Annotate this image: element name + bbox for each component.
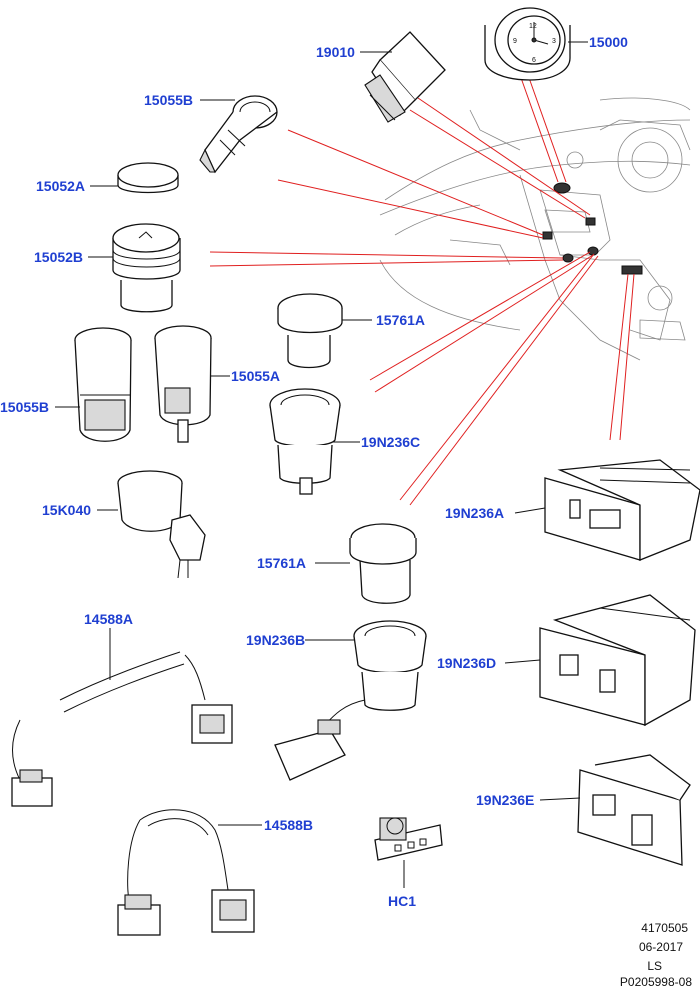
part-15K040-holder [117,470,206,579]
part-19N236C-socket [269,388,341,495]
part-15052A-cap [117,162,179,194]
part-15761A-mid-cap [349,523,417,604]
label-14588B: 14588B [264,817,314,833]
svg-text:3: 3 [552,38,556,45]
usb-location-marker [621,265,643,275]
part-19N236D-usb-module [539,594,696,727]
part-15052B-lighter [112,223,181,313]
part-14588A-coiled-cable [11,651,233,807]
label-15000: 15000 [589,34,628,50]
label-19N236C: 19N236C [361,434,421,450]
label-15055B-mid: 15055B [0,399,50,415]
label-15055A: 15055A [231,368,281,384]
leader-19N236A [514,507,546,514]
part-14588B-cable [117,809,255,936]
part-15055B-top [199,95,278,174]
part-15055B-mid-socket [74,327,132,442]
part-15055A-socket [154,325,212,443]
footer-ref: P0205998-08 [619,975,692,989]
dashboard-illustration [379,97,691,361]
socket-location-marker-left [542,231,553,240]
svg-text:9: 9 [513,38,517,45]
label-15055B-top: 15055B [144,92,194,108]
label-19N236D: 19N236D [437,655,497,671]
part-19N236B-socket [274,620,427,781]
label-19N236B: 19N236B [246,632,306,648]
part-15761A-top-cap [277,293,343,369]
footer-code: LS [647,959,662,973]
leader-19N236E [539,797,581,801]
part-19N236A-usb-module [544,459,700,561]
part-HC1-switch-pack [374,817,443,861]
label-19N236A: 19N236A [445,505,505,521]
svg-text:6: 6 [532,57,536,64]
label-15052A: 15052A [36,178,86,194]
footer-number: 4170505 [641,921,688,935]
socket-location-marker-lower [587,246,599,256]
callout-lines [209,74,635,506]
leader-19N236D [504,659,541,664]
clock-location-marker [553,182,571,194]
part-19N236E-usb-module [577,754,691,866]
label-19N236E: 19N236E [476,792,535,808]
svg-text:12: 12 [529,23,537,30]
label-15761A-mid: 15761A [257,555,307,571]
footer-date: 06-2017 [638,940,683,954]
label-15052B: 15052B [34,249,84,265]
part-15000-clock: 12 3 6 9 [484,7,571,81]
part-19010-switch [364,31,446,123]
label-19010: 19010 [316,44,355,60]
socket-location-marker-right [585,217,596,226]
label-14588A: 14588A [84,611,134,627]
label-HC1: HC1 [388,893,417,909]
label-15761A-top: 15761A [376,312,426,328]
socket-location-marker-center [562,253,574,263]
label-15K040: 15K040 [42,502,92,518]
